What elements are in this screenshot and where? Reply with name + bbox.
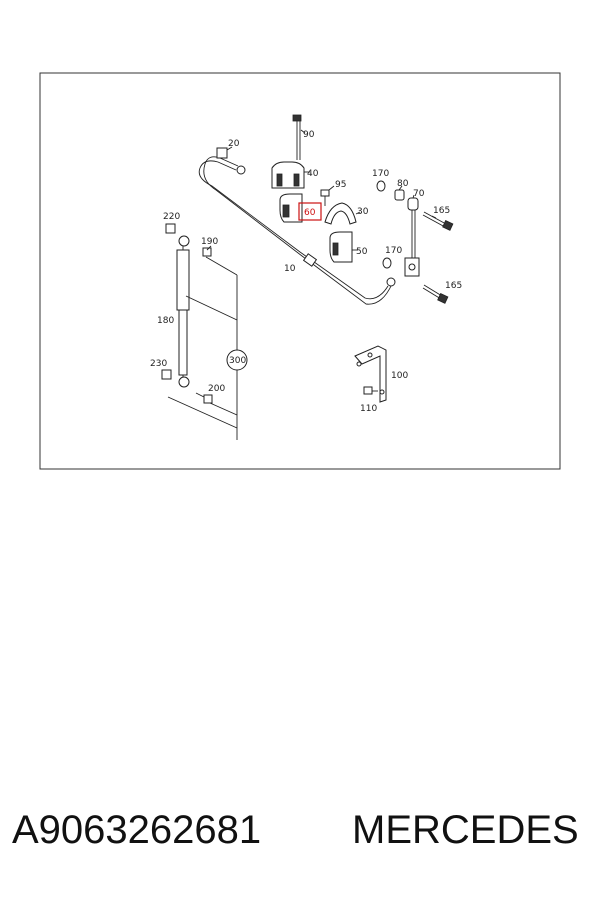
part-number: A9063262681 xyxy=(12,808,262,852)
callout-170-top: 170 xyxy=(372,169,389,179)
nut-230 xyxy=(161,369,172,380)
brand-name: MERCEDES xyxy=(352,808,579,852)
washer-170-top xyxy=(376,180,386,192)
bolt-165-bottom xyxy=(422,284,449,304)
callout-50: 50 xyxy=(356,247,368,257)
clamp-40 xyxy=(271,161,310,189)
callout-80: 80 xyxy=(397,179,409,189)
callout-170-bottom: 170 xyxy=(385,246,402,256)
bolt-165-top xyxy=(422,211,454,231)
bushing-50 xyxy=(329,231,358,263)
bracket-30 xyxy=(324,202,361,225)
bolt-110 xyxy=(363,386,378,395)
bolt-200 xyxy=(195,392,213,404)
callout-90: 90 xyxy=(303,130,315,140)
caption: A9063262681 MERCEDES xyxy=(0,800,600,870)
callout-10: 10 xyxy=(284,264,296,274)
bushing-80 xyxy=(394,185,405,201)
highlight-box-60 xyxy=(298,202,322,221)
parts-diagram: 10 20 30 40 50 60 70 80 90 95 100 110 16… xyxy=(39,72,561,470)
callout-300: 300 xyxy=(229,356,246,366)
callout-230: 230 xyxy=(150,359,167,369)
callout-40: 40 xyxy=(307,169,319,179)
bushing-20 xyxy=(216,146,233,159)
callout-165-top: 165 xyxy=(433,206,450,216)
bushing-60 xyxy=(279,193,322,223)
callout-20: 20 xyxy=(228,139,240,149)
nut-220 xyxy=(165,223,176,234)
callout-60: 60 xyxy=(304,208,316,218)
screw-95 xyxy=(320,185,335,206)
callout-30: 30 xyxy=(357,207,369,217)
callout-100: 100 xyxy=(391,371,408,381)
callout-110: 110 xyxy=(360,404,377,414)
callout-190: 190 xyxy=(201,237,218,247)
diagram-frame xyxy=(39,72,561,470)
callout-200: 200 xyxy=(208,384,225,394)
bolt-90 xyxy=(292,114,306,160)
group-bracket-300 xyxy=(167,256,248,440)
callout-95: 95 xyxy=(335,180,346,190)
callout-165-bottom: 165 xyxy=(445,281,462,291)
shock-absorber-180 xyxy=(176,235,190,388)
bolt-190 xyxy=(202,245,212,257)
washer-170-bottom xyxy=(382,257,392,269)
callout-70: 70 xyxy=(413,189,425,199)
link-rod-70 xyxy=(404,194,420,277)
callout-220: 220 xyxy=(163,212,180,222)
callout-180: 180 xyxy=(157,316,174,326)
bracket-100 xyxy=(354,345,387,403)
